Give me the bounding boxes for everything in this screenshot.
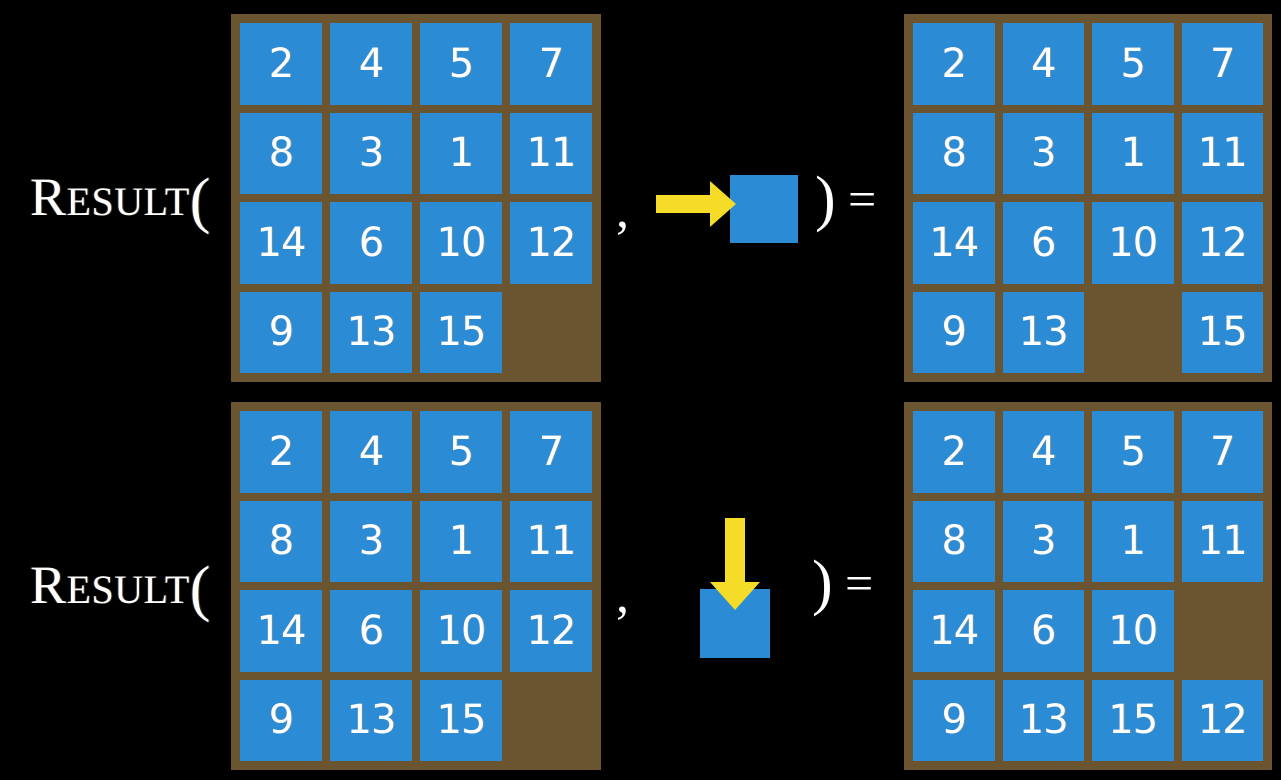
right-arrow-icon <box>656 181 736 227</box>
tile[interactable]: 15 <box>420 291 502 373</box>
tile[interactable]: 12 <box>510 202 592 284</box>
equals-sign-top: = <box>848 171 877 227</box>
tile[interactable]: 14 <box>913 590 995 672</box>
tile[interactable]: 8 <box>913 112 995 194</box>
tile[interactable]: 11 <box>510 112 592 194</box>
empty-slot <box>1182 590 1264 672</box>
tile[interactable]: 10 <box>1092 590 1174 672</box>
tile[interactable]: 11 <box>1181 500 1263 582</box>
result-label-rest: ESULT <box>66 567 190 612</box>
tile[interactable]: 7 <box>1181 411 1263 493</box>
tile[interactable]: 15 <box>1181 291 1263 373</box>
tile[interactable]: 12 <box>1181 202 1263 284</box>
tile[interactable]: 6 <box>330 202 412 284</box>
tile[interactable]: 9 <box>240 679 322 761</box>
tile[interactable]: 10 <box>1092 202 1174 284</box>
tile[interactable]: 9 <box>913 679 995 761</box>
tile[interactable]: 13 <box>1002 291 1084 373</box>
tile[interactable]: 14 <box>913 202 995 284</box>
close-paren-top: ) <box>815 165 836 233</box>
tile[interactable]: 8 <box>913 500 995 582</box>
tile[interactable]: 6 <box>1002 590 1084 672</box>
tile[interactable]: 6 <box>330 590 412 672</box>
tile[interactable]: 1 <box>1092 112 1174 194</box>
tile[interactable]: 6 <box>1002 202 1084 284</box>
tile[interactable]: 4 <box>330 411 412 493</box>
tile[interactable]: 12 <box>1181 679 1263 761</box>
result-open-paren: ( <box>189 555 211 623</box>
tile[interactable]: 2 <box>240 23 322 105</box>
tile[interactable]: 13 <box>330 291 412 373</box>
tile[interactable]: 2 <box>913 23 995 105</box>
result-label-lead: R <box>30 555 67 615</box>
close-paren-bottom: ) <box>812 549 833 617</box>
tile[interactable]: 7 <box>510 23 592 105</box>
tile[interactable]: 10 <box>420 202 502 284</box>
tile[interactable]: 3 <box>330 500 412 582</box>
tile[interactable]: 3 <box>1002 112 1084 194</box>
equals-sign-bottom: = <box>845 555 874 611</box>
result-label-lead: R <box>30 167 67 227</box>
tile[interactable]: 3 <box>1002 500 1084 582</box>
blank-tile-top <box>730 175 798 243</box>
separator-comma-bottom: , <box>616 567 629 624</box>
tile[interactable]: 3 <box>330 112 412 194</box>
result-label-top: RESULT( <box>30 170 211 232</box>
empty-slot <box>510 680 592 762</box>
tile[interactable]: 1 <box>1092 500 1174 582</box>
tile[interactable]: 12 <box>510 590 592 672</box>
tile[interactable]: 9 <box>913 291 995 373</box>
down-arrow-icon <box>710 518 760 610</box>
tile[interactable]: 15 <box>420 679 502 761</box>
tile[interactable]: 11 <box>1181 112 1263 194</box>
tile[interactable]: 5 <box>1092 23 1174 105</box>
tile[interactable]: 14 <box>240 202 322 284</box>
tile[interactable]: 13 <box>330 679 412 761</box>
result-label-bottom: RESULT( <box>30 558 211 620</box>
empty-slot <box>1092 292 1174 374</box>
tile[interactable]: 8 <box>240 500 322 582</box>
tile[interactable]: 1 <box>420 500 502 582</box>
slide-right-action <box>650 165 810 255</box>
tile[interactable]: 10 <box>420 590 502 672</box>
tile[interactable]: 1 <box>420 112 502 194</box>
tile[interactable]: 7 <box>510 411 592 493</box>
tile[interactable]: 2 <box>913 411 995 493</box>
empty-slot <box>510 292 592 374</box>
tile[interactable]: 4 <box>330 23 412 105</box>
tile[interactable]: 8 <box>240 112 322 194</box>
tile[interactable]: 2 <box>240 411 322 493</box>
tile[interactable]: 11 <box>510 500 592 582</box>
tile[interactable]: 5 <box>420 411 502 493</box>
tile[interactable]: 9 <box>240 291 322 373</box>
result-open-paren: ( <box>189 167 211 235</box>
tile[interactable]: 4 <box>1002 23 1084 105</box>
tile[interactable]: 13 <box>1002 679 1084 761</box>
tile[interactable]: 4 <box>1002 411 1084 493</box>
result-label-rest: ESULT <box>66 179 190 224</box>
tile[interactable]: 5 <box>420 23 502 105</box>
separator-comma-top: , <box>616 182 629 239</box>
tile[interactable]: 14 <box>240 590 322 672</box>
tile[interactable]: 15 <box>1092 679 1174 761</box>
slide-down-action <box>690 500 800 680</box>
tile[interactable]: 7 <box>1181 23 1263 105</box>
tile[interactable]: 5 <box>1092 411 1174 493</box>
